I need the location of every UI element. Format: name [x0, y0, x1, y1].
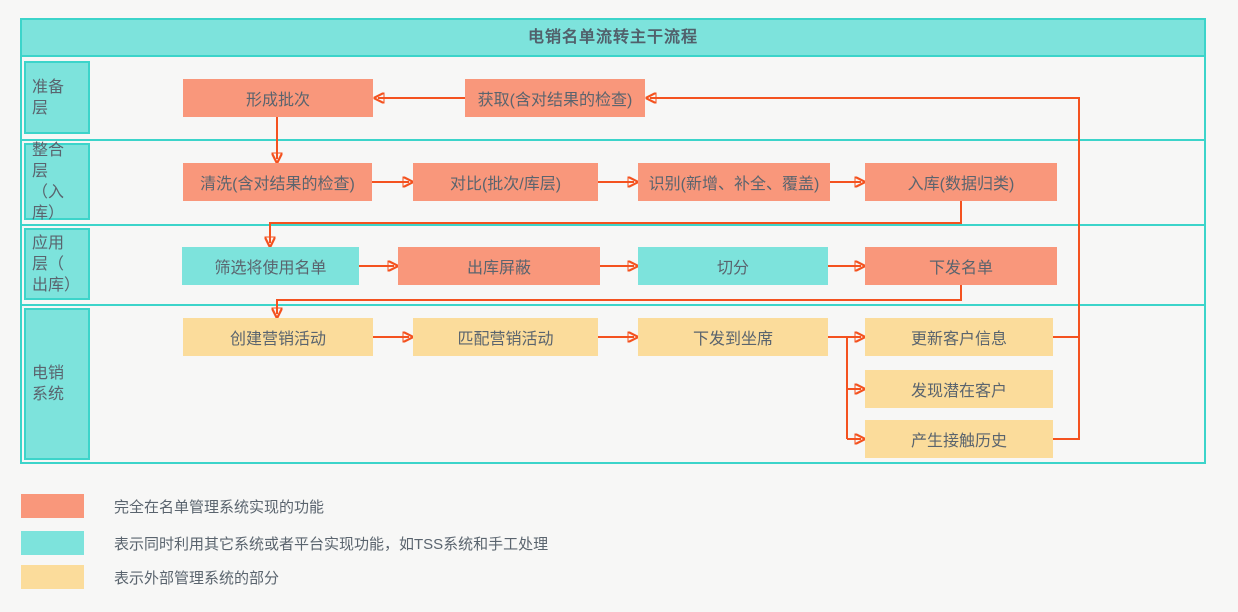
diagram-title: 电销名单流转主干流程 [22, 20, 1204, 57]
node-identify: 识别(新增、补全、覆盖) [638, 163, 830, 201]
node-generate-contact-history: 产生接触历史 [865, 420, 1053, 458]
node-store: 入库(数据归类) [865, 163, 1057, 201]
lane-separator-1 [22, 139, 1204, 141]
node-form-batch: 形成批次 [183, 79, 373, 117]
node-update-customer-info: 更新客户信息 [865, 318, 1053, 356]
lane-separator-3 [22, 304, 1204, 306]
lane-label-integration: 整合 层 （入 库） [24, 142, 90, 222]
lane-label-application: 应用 层（ 出库） [24, 228, 90, 300]
legend-label-salmon: 完全在名单管理系统实现的功能 [114, 498, 325, 516]
node-match-campaign: 匹配营销活动 [413, 318, 598, 356]
legend-label-teal: 表示同时利用其它系统或者平台实现功能，如TSS系统和手工处理 [114, 535, 549, 553]
node-split: 切分 [638, 247, 828, 285]
node-dispatch-list: 下发名单 [865, 247, 1057, 285]
legend-item-teal: 表示同时利用其它系统或者平台实现功能，如TSS系统和手工处理 [21, 531, 548, 555]
legend-swatch-salmon [21, 494, 84, 518]
node-acquire: 获取(含对结果的检查) [465, 79, 645, 117]
node-dispatch-to-agent: 下发到坐席 [638, 318, 828, 356]
lane-label-telesales-system: 电销 系统 [24, 308, 90, 460]
legend-swatch-teal [21, 531, 84, 555]
node-discover-potential-customer: 发现潜在客户 [865, 370, 1053, 408]
node-filter-list: 筛选将使用名单 [182, 247, 359, 285]
lane-separator-2 [22, 224, 1204, 226]
legend-label-yellow: 表示外部管理系统的部分 [114, 569, 280, 587]
lane-label-preparation: 准备 层 [24, 61, 90, 134]
legend-swatch-yellow [21, 565, 84, 589]
legend-item-yellow: 表示外部管理系统的部分 [21, 565, 279, 589]
legend-item-salmon: 完全在名单管理系统实现的功能 [21, 494, 324, 518]
node-outbound-shield: 出库屏蔽 [398, 247, 600, 285]
node-create-campaign: 创建营销活动 [183, 318, 373, 356]
node-clean: 清洗(含对结果的检查) [183, 163, 372, 201]
node-compare: 对比(批次/库层) [413, 163, 598, 201]
